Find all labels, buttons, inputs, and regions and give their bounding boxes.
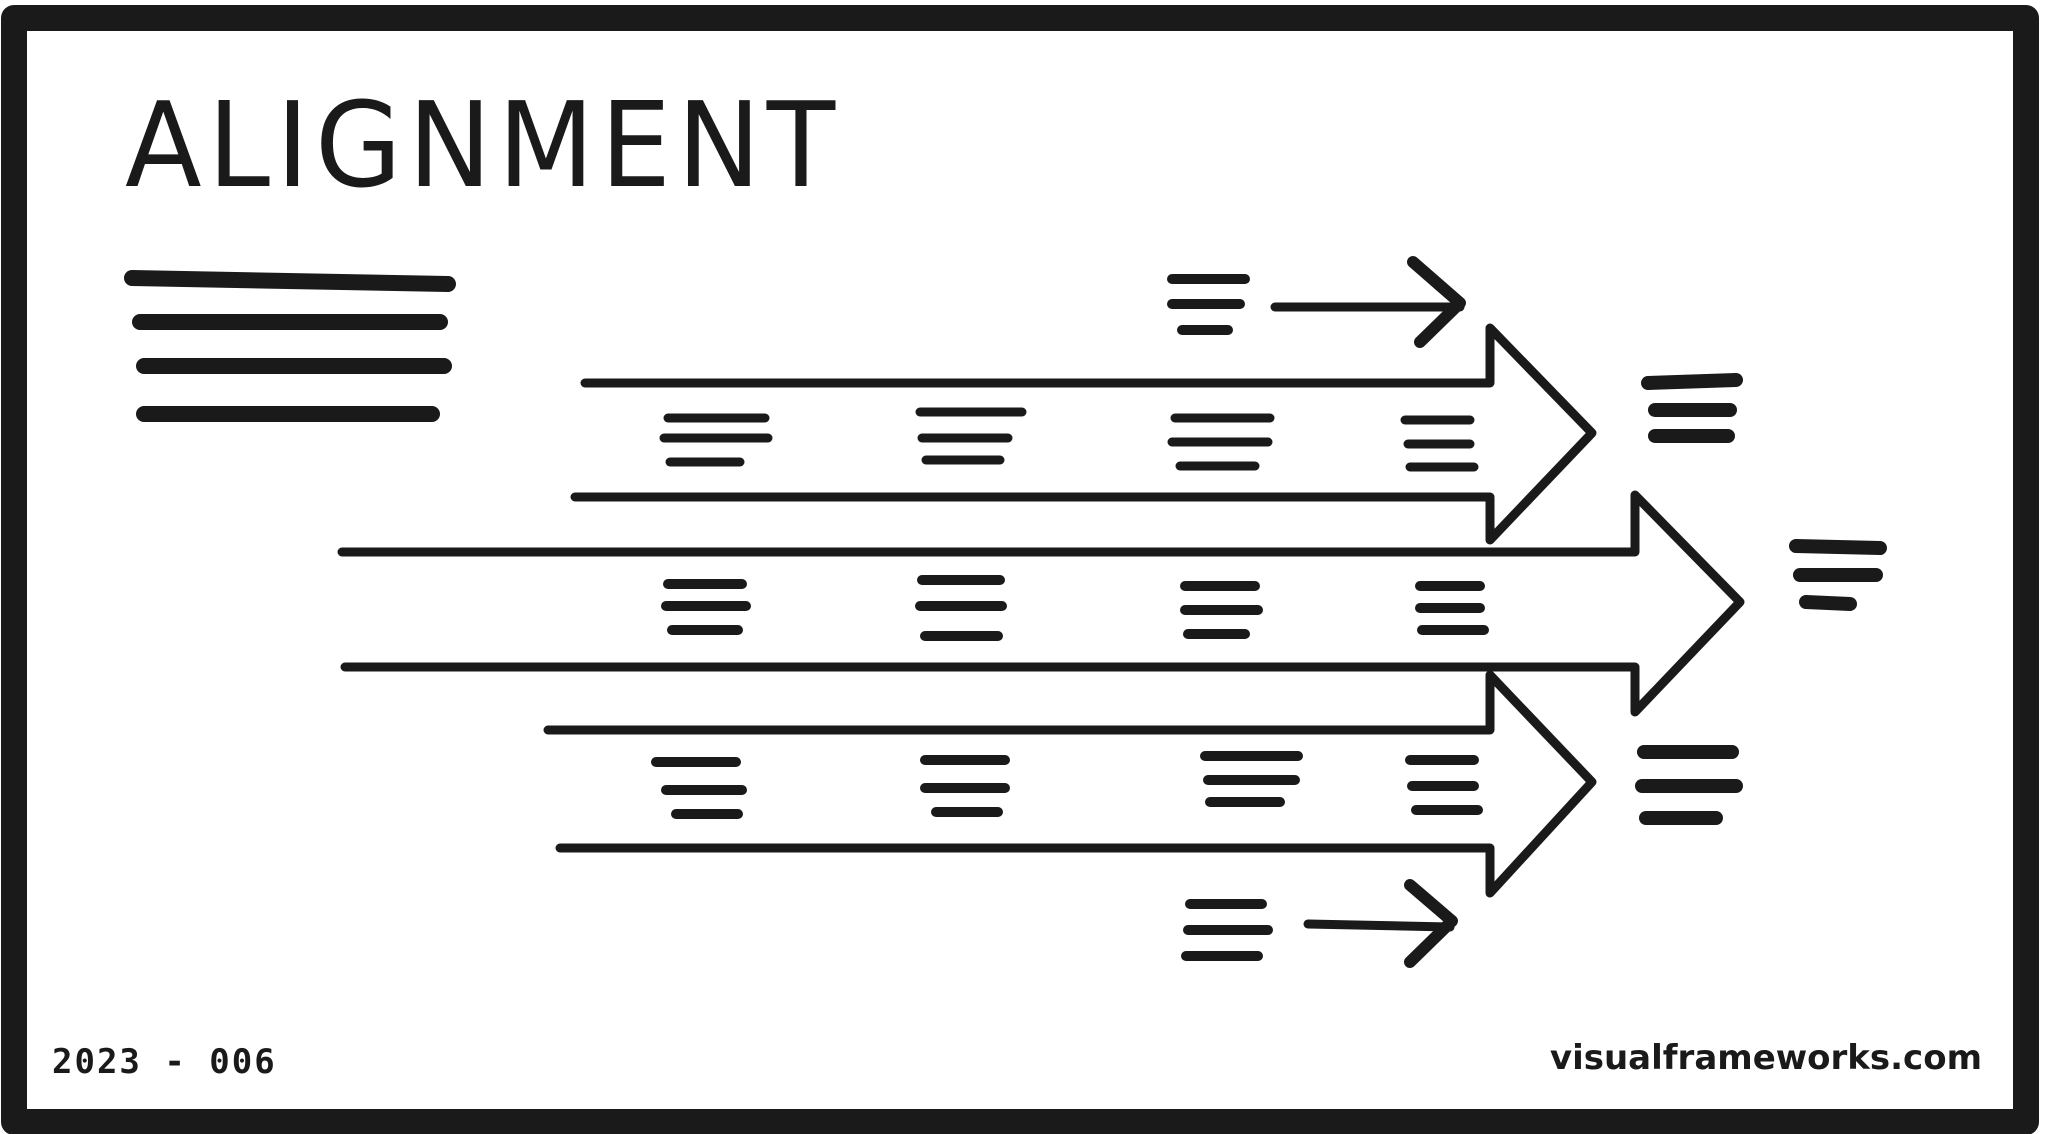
diagram-code: 2023 - 006 [52,1042,277,1082]
arrow-middle [337,490,1887,717]
credit-link[interactable]: visualframeworks.com [1549,1038,1982,1078]
small-arrow-top [1167,256,1466,348]
diagram-title: ALIGNMENT [125,77,842,215]
border-frame [1,5,2039,1134]
description-lines [124,270,456,422]
arrow-bottom [543,670,1743,898]
small-arrow-bottom [1181,879,1458,968]
arrow-top [570,323,1743,545]
